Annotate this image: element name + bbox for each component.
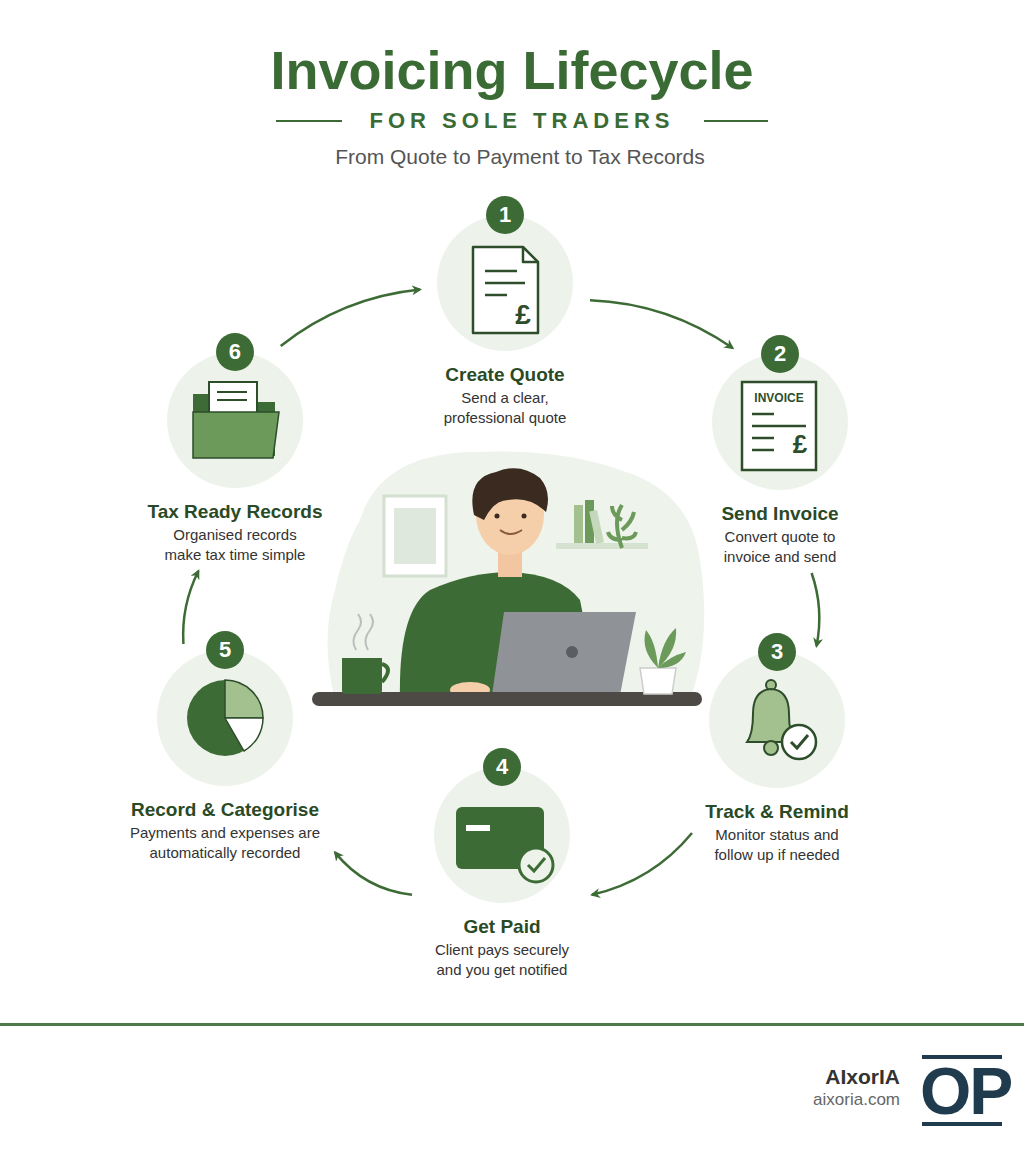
document-icon-part bbox=[523, 247, 538, 262]
document-icon-part bbox=[473, 247, 538, 333]
bell-icon-part bbox=[782, 725, 816, 759]
card-icon-part bbox=[528, 858, 545, 871]
mug bbox=[342, 658, 382, 694]
invoice-heading: INVOICE bbox=[754, 391, 803, 405]
folder-icon-part bbox=[193, 412, 279, 458]
step-circle: 3 bbox=[709, 652, 845, 788]
folder-icon-part bbox=[217, 392, 247, 400]
step-heading: Get Paid bbox=[418, 915, 586, 938]
step-description: Send a clear, professional quote bbox=[430, 388, 580, 428]
step-node: 1£ Create QuoteSend a clear, professional… bbox=[426, 215, 584, 428]
step-node: 6Tax Ready RecordsOrganised records make… bbox=[144, 352, 327, 565]
folder-icon bbox=[167, 352, 303, 488]
callout-number: 2 bbox=[761, 335, 799, 373]
logo-mark: OP bbox=[920, 1053, 1011, 1129]
callout-number: 5 bbox=[206, 631, 244, 669]
person-smile bbox=[500, 530, 522, 534]
step-circle: 4 bbox=[434, 767, 570, 903]
cycle-arrow bbox=[590, 300, 733, 348]
pie-chart-icon bbox=[157, 650, 293, 786]
step-heading: Track & Remind bbox=[698, 800, 856, 823]
bell-icon-part bbox=[791, 735, 808, 748]
callout-number: 4 bbox=[483, 748, 521, 786]
cycle-arrow bbox=[183, 571, 198, 644]
mug-handle bbox=[382, 664, 388, 682]
pie-chart-icon-part bbox=[225, 680, 263, 718]
step-description: Convert quote to invoice and send bbox=[705, 527, 855, 567]
step-heading: Send Invoice bbox=[701, 502, 859, 525]
plant-pot bbox=[640, 668, 676, 694]
person-eye bbox=[495, 514, 500, 519]
person-hair bbox=[472, 468, 548, 520]
subtitle: FOR SOLE TRADERS bbox=[370, 108, 675, 134]
picture-frame bbox=[384, 496, 446, 576]
step-description: Organised records make tax time simple bbox=[155, 525, 315, 565]
step-description: Payments and expenses are automatically … bbox=[125, 823, 325, 863]
brand-name: AIxorIA bbox=[825, 1065, 900, 1089]
step-node: 3Track & RemindMonitor status and follow… bbox=[698, 652, 856, 865]
cycle-arrow bbox=[281, 290, 420, 346]
pie-chart-icon-part bbox=[187, 680, 263, 756]
step-circle: 1£ bbox=[437, 215, 573, 351]
card-icon-part bbox=[519, 848, 553, 882]
step-circle: 2INVOICE£ bbox=[712, 354, 848, 490]
person-eye bbox=[522, 514, 527, 519]
diagram-title: Invoicing Lifecycle bbox=[271, 39, 754, 101]
step-node: 2INVOICE£Send InvoiceConvert quote to in… bbox=[701, 354, 859, 567]
step-circle: 6 bbox=[167, 352, 303, 488]
step-circle: 5 bbox=[157, 650, 293, 786]
callout-number: 1 bbox=[486, 196, 524, 234]
document-icon-part bbox=[485, 271, 525, 295]
rule-line bbox=[704, 120, 768, 122]
step-heading: Create Quote bbox=[426, 363, 584, 386]
picture bbox=[394, 508, 436, 564]
step-heading: Tax Ready Records bbox=[144, 500, 327, 523]
shelf bbox=[556, 543, 648, 549]
laptop bbox=[492, 612, 636, 695]
cycle-arrow bbox=[335, 852, 412, 894]
hanging-plant bbox=[608, 505, 636, 548]
book bbox=[589, 510, 604, 544]
step-description: Client pays securely and you get notifie… bbox=[422, 940, 582, 980]
callout-number: 6 bbox=[216, 333, 254, 371]
callout-number: 3 bbox=[758, 633, 796, 671]
plant-leaves bbox=[645, 628, 687, 668]
currency-symbol: £ bbox=[515, 299, 531, 331]
backdrop-blob bbox=[328, 451, 705, 700]
brand-url: aixoria.com bbox=[813, 1090, 900, 1110]
laptop-logo bbox=[566, 646, 578, 658]
bell-icon-part bbox=[764, 741, 778, 755]
document-icon bbox=[437, 215, 573, 351]
tagline: From Quote to Payment to Tax Records bbox=[335, 145, 705, 169]
cycle-arrow bbox=[812, 573, 820, 646]
invoice-icon-part bbox=[742, 382, 816, 470]
pie-chart-icon-part bbox=[225, 718, 263, 751]
illustration bbox=[312, 451, 704, 706]
step-node: 5Record & CategorisePayments and expense… bbox=[121, 650, 329, 863]
rule-line bbox=[276, 120, 342, 122]
currency-symbol: £ bbox=[793, 429, 807, 460]
invoice-icon bbox=[712, 354, 848, 490]
footer-line bbox=[0, 1023, 1024, 1026]
card-icon bbox=[434, 767, 570, 903]
step-node: 4Get PaidClient pays securely and you ge… bbox=[418, 767, 586, 980]
book bbox=[574, 505, 583, 543]
card-icon-part bbox=[466, 825, 490, 831]
step-description: Monitor status and follow up if needed bbox=[702, 825, 852, 865]
step-heading: Record & Categorise bbox=[121, 798, 329, 821]
cycle-arrow bbox=[592, 833, 692, 895]
bell-icon bbox=[709, 652, 845, 788]
steam bbox=[353, 614, 373, 650]
